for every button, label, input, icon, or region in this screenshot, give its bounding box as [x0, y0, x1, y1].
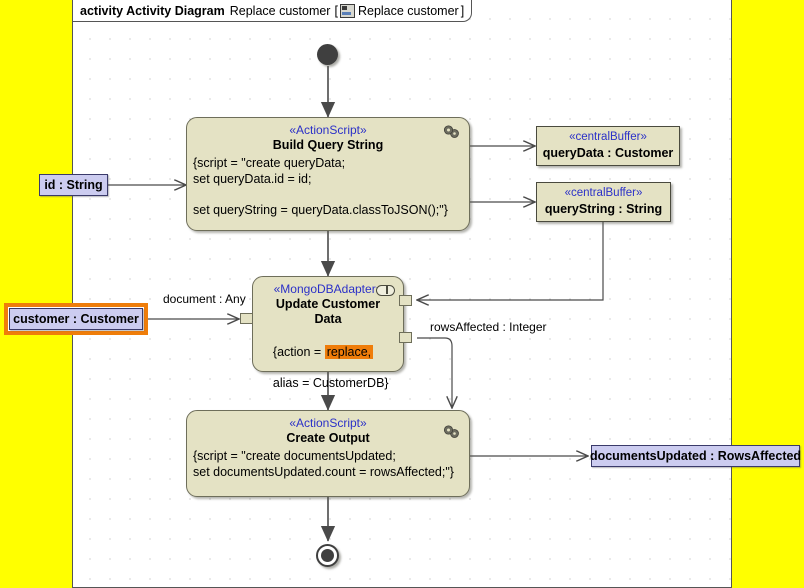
diagram-frame-header: activity Activity Diagram Replace custom…	[72, 0, 473, 22]
action-create-output[interactable]: «ActionScript» Create Output {script = "…	[186, 410, 470, 497]
action-body-prefix: {action =	[272, 344, 325, 359]
diagram-keyword: activity Activity Diagram	[80, 3, 225, 18]
cog-pair-icon	[443, 125, 459, 138]
input-pin-query-string[interactable]	[399, 295, 412, 306]
stereotype-label: «centralBuffer»	[569, 131, 647, 143]
action-title-line2: Data	[314, 312, 342, 326]
input-pin-document[interactable]	[240, 313, 253, 324]
edge-label-document: document : Any	[163, 292, 246, 306]
activity-diagram-icon	[339, 3, 355, 18]
bracket-close: ]	[460, 3, 465, 18]
buffer-label: queryString : String	[544, 202, 663, 216]
action-title: Build Query String	[272, 138, 384, 152]
stereotype-label: «ActionScript»	[289, 123, 367, 137]
activity-parameter-documents-updated[interactable]: documentsUpdated : RowsAffected	[590, 445, 801, 467]
edge-label-rows-affected: rowsAffected : Integer	[430, 320, 547, 334]
stereotype-label: «centralBuffer»	[564, 187, 643, 199]
buffer-label: queryData : Customer	[542, 146, 674, 160]
activity-parameter-id[interactable]: id : String	[39, 174, 108, 196]
bracket-open: [	[334, 3, 338, 18]
central-buffer-query-string[interactable]: «centralBuffer» queryString : String	[536, 182, 671, 222]
activity-final-inner	[321, 549, 334, 562]
diagram-inner-name: Replace customer	[357, 3, 459, 18]
stereotype-label: «ActionScript»	[289, 416, 367, 430]
action-build-query-string[interactable]: «ActionScript» Build Query String {scrip…	[186, 117, 470, 231]
stereotype-label: «MongoDBAdapter»	[273, 282, 383, 296]
adapter-pill-icon	[376, 285, 395, 296]
action-body: {action = replace, alias = CustomerDB}	[253, 327, 403, 407]
action-body: {script = "create documentsUpdated; set …	[193, 449, 454, 479]
cog-pair-icon	[443, 425, 459, 438]
action-body: {script = "create queryData; set queryDa…	[193, 156, 448, 217]
highlighted-value-replace[interactable]: replace,	[324, 344, 374, 359]
activity-parameter-customer[interactable]: customer : Customer	[9, 308, 143, 330]
central-buffer-query-data[interactable]: «centralBuffer» queryData : Customer	[536, 126, 680, 166]
initial-node[interactable]	[317, 44, 338, 65]
output-pin-rows-affected[interactable]	[399, 332, 412, 343]
action-update-customer-data[interactable]: «MongoDBAdapter» Update Customer Data {a…	[252, 276, 404, 390]
action-title: Create Output	[286, 431, 370, 445]
diagram-name: Replace customer	[229, 3, 331, 18]
action-body-suffix: alias = CustomerDB}	[272, 375, 389, 390]
action-title-line1: Update Customer	[275, 297, 381, 311]
